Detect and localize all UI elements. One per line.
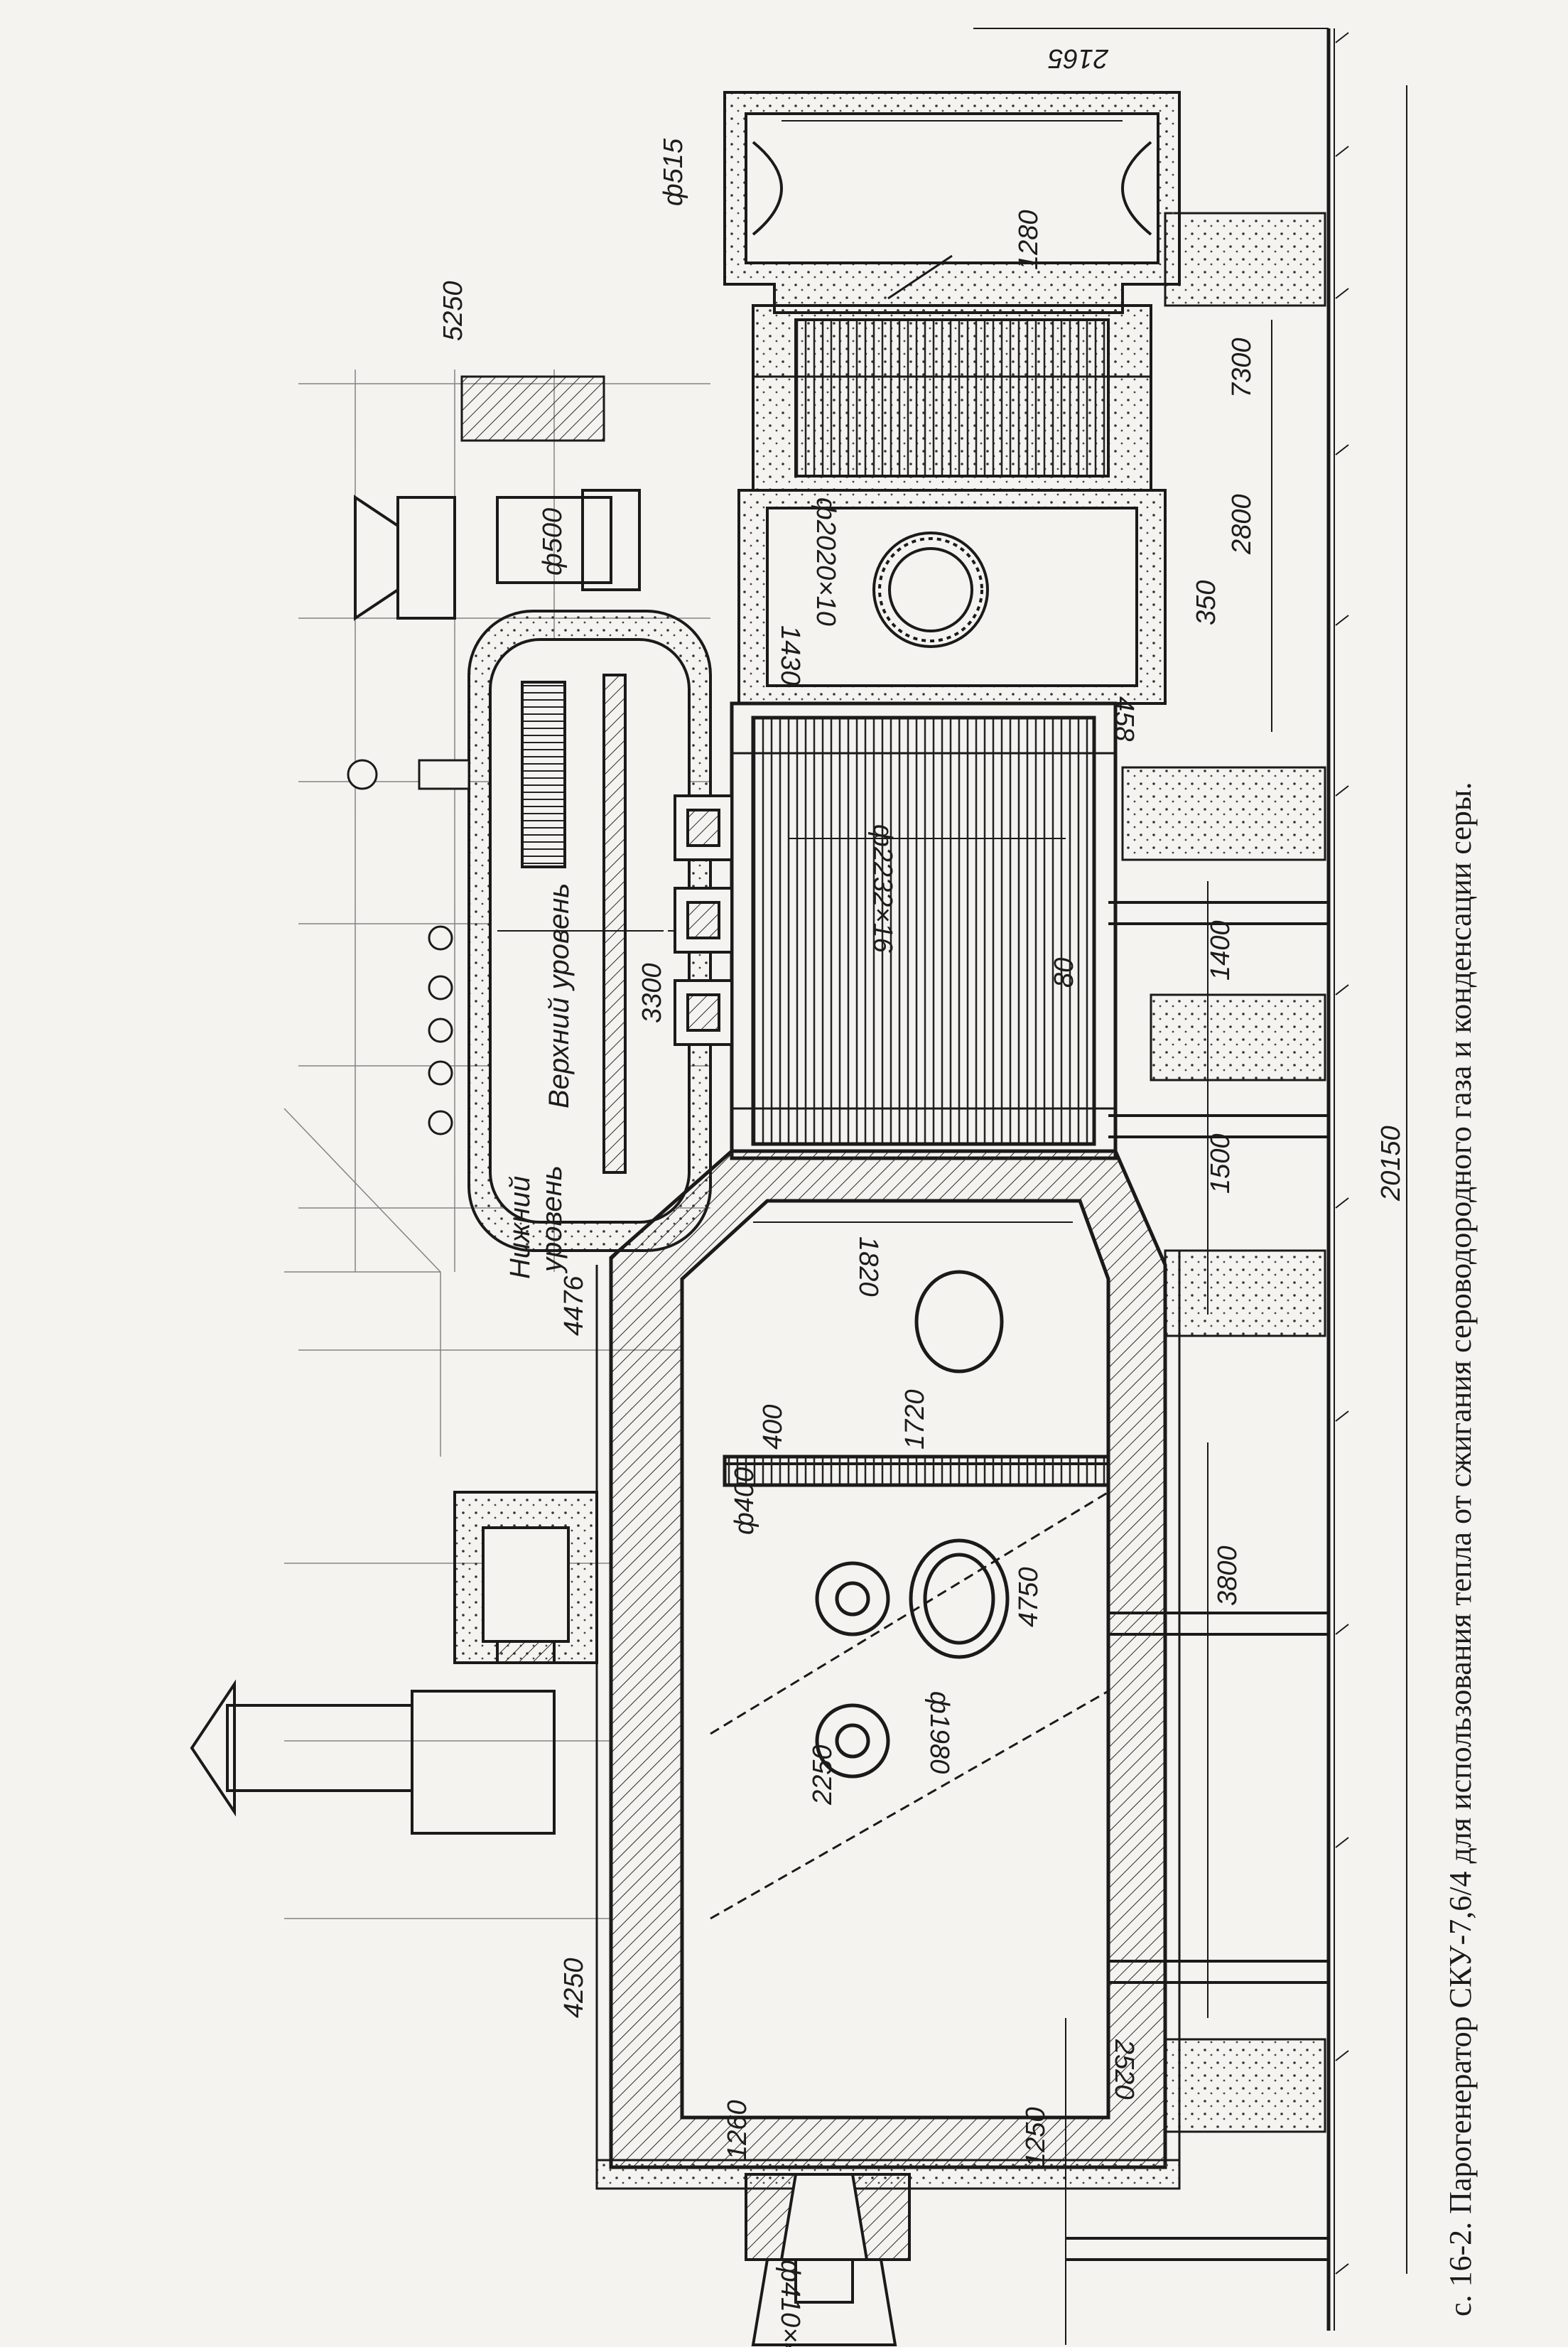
dim-1720: 1720: [900, 1389, 930, 1450]
lower-level-label-line2: уровень: [536, 1165, 568, 1274]
dim-elev-4250: 4250: [559, 1958, 589, 2018]
separator-vessel: [723, 91, 1181, 314]
dim-2165: 2165: [1048, 43, 1109, 73]
dim-1280: 1280: [1014, 210, 1044, 270]
lower-level-label-line1: Нижний: [504, 1176, 536, 1279]
combustion-chamber: [609, 1149, 1167, 2169]
dim-d410: ф410×4: [775, 2260, 805, 2347]
dim-2520: 2520: [1109, 2039, 1139, 2100]
dim-d515: ф515: [659, 138, 688, 206]
boiler-shell: [730, 701, 1118, 1160]
drum-valves: [347, 759, 470, 1135]
figure-caption: с. 16-2. Парогенератор СКУ-7,6/4 для исп…: [1443, 782, 1478, 2316]
dim-20150: 20150: [1376, 1126, 1406, 1202]
vent-cap: [354, 489, 641, 621]
access-stairs: [460, 375, 605, 442]
foundation-blocks: [1121, 212, 1326, 2133]
reversal-chamber: [737, 489, 1167, 705]
dimension-lines: [497, 28, 1407, 2345]
dim-1260: 1260: [723, 2100, 752, 2160]
riser-pipes: [674, 794, 733, 1046]
dim-1250: 1250: [1021, 2107, 1051, 2167]
dim-350: 350: [1191, 581, 1221, 625]
upper-level-label: Верхний уровень: [544, 883, 575, 1108]
dim-d500: ф500: [538, 508, 568, 576]
dim-4750: 4750: [1014, 1567, 1044, 1627]
dim-1820: 1820: [853, 1236, 883, 1297]
dim-1430: 1430: [775, 625, 805, 686]
dim-d2020: ф2020×10: [811, 497, 840, 626]
dim-2800: 2800: [1227, 494, 1257, 555]
dim-2250: 2250: [808, 1744, 838, 1806]
gas-outlet-stack: [190, 1491, 598, 1835]
dim-7300: 7300: [1227, 338, 1257, 398]
dim-458: 458: [1109, 696, 1139, 741]
economizer-section: [752, 304, 1152, 492]
ground-line: [1326, 28, 1349, 2331]
dim-3800: 3800: [1213, 1545, 1243, 1606]
dim-elev-4476: 4476: [559, 1275, 589, 1336]
dim-d400: ф400: [730, 1467, 759, 1535]
dim-d1980: ф1980: [924, 1691, 954, 1774]
dim-400: 400: [758, 1405, 788, 1450]
dim-80: 80: [1049, 958, 1079, 988]
support-columns: [1066, 901, 1329, 2261]
dim-1500: 1500: [1206, 1133, 1236, 1194]
dim-1400: 1400: [1206, 920, 1236, 981]
dim-d2232: ф2232×16: [867, 824, 897, 954]
dim-elev-5250: 5250: [438, 281, 468, 341]
dim-3300: 3300: [637, 963, 667, 1023]
burner-assembly: [745, 2173, 911, 2346]
